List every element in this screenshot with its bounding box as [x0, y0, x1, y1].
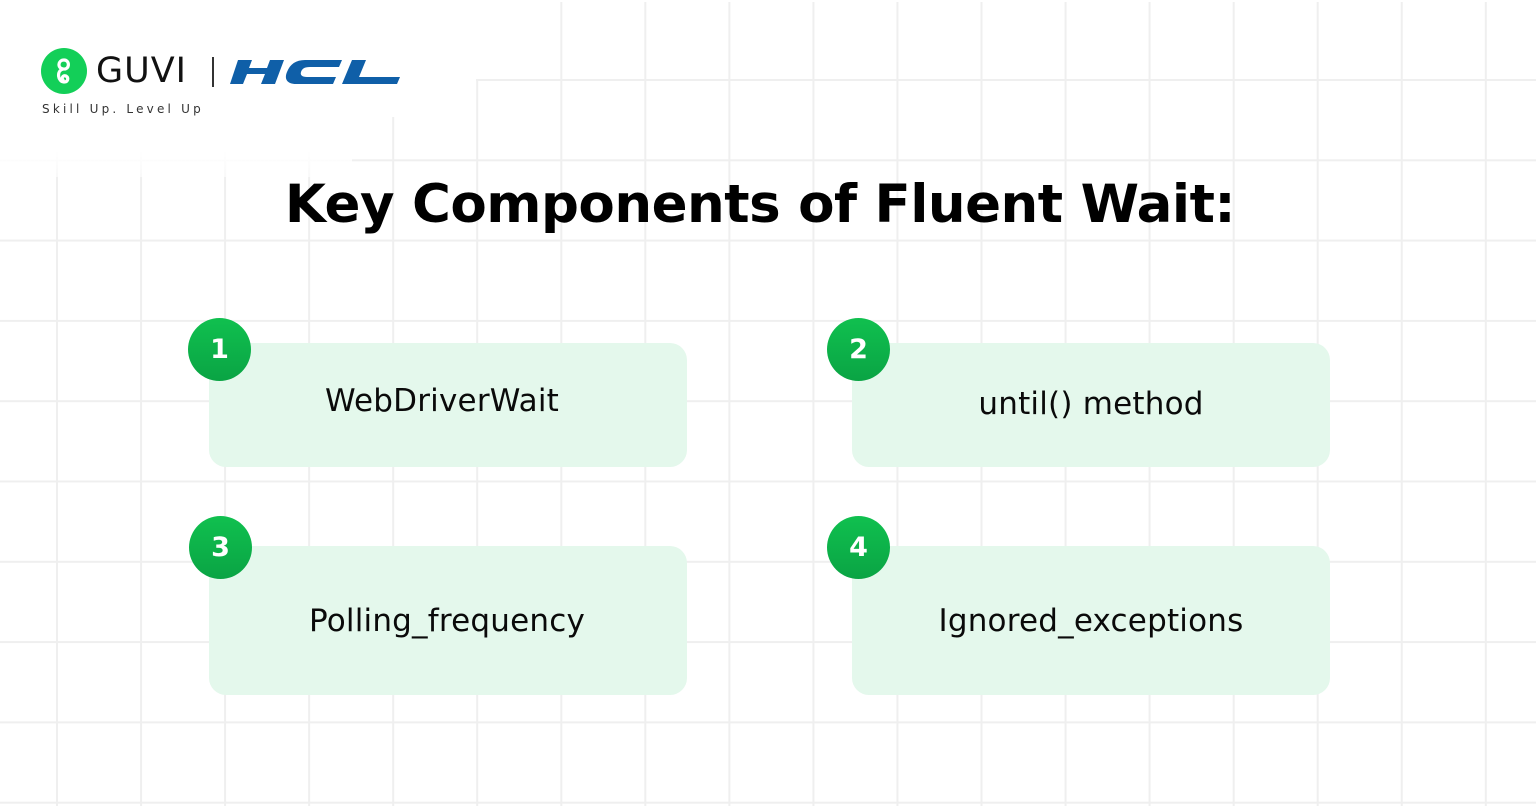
component-card-polling-frequency: Polling_frequency: [209, 546, 687, 695]
component-card-until-method: until() method: [852, 343, 1330, 467]
number-badge: 3: [189, 516, 252, 579]
guvi-wordmark: GUVI: [96, 51, 188, 91]
number-badge: 1: [188, 318, 251, 381]
brand-divider: [212, 57, 214, 87]
component-label: WebDriverWait: [324, 383, 559, 419]
hcl-wordmark-icon: [230, 60, 400, 84]
component-label: Ignored_exceptions: [938, 602, 1244, 639]
guvi-glyph-icon: [57, 58, 70, 84]
logo-backdrop: [0, 117, 392, 151]
component-label: Polling_frequency: [308, 602, 586, 639]
page-title: Key Components of Fluent Wait:: [284, 174, 1236, 235]
number-badge: 2: [827, 318, 890, 381]
hcl-logo: [230, 60, 400, 84]
brand-header: GUVI Skill Up. Level Up: [41, 47, 421, 122]
number-badge: 4: [827, 516, 890, 579]
component-card-ignored-exceptions: Ignored_exceptions: [852, 546, 1330, 695]
top-edge: [0, 0, 1536, 2]
component-card-webdriverwait: WebDriverWait: [209, 343, 687, 467]
component-label: until() method: [978, 386, 1204, 422]
guvi-logo-icon: [41, 48, 87, 94]
logo-backdrop: [0, 151, 352, 177]
brand-tagline: Skill Up. Level Up: [42, 102, 204, 116]
